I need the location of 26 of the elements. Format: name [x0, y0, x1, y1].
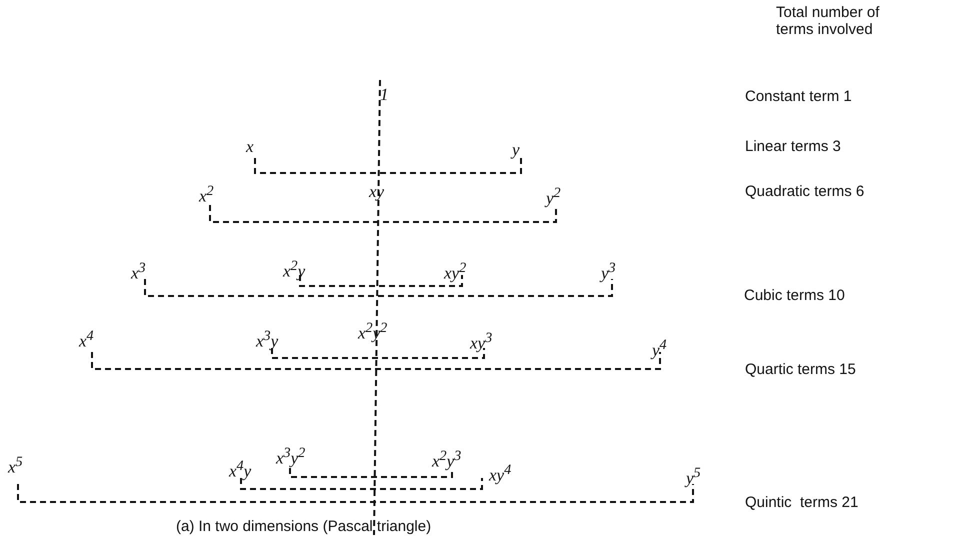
row-label: Linear terms 3 [745, 138, 841, 155]
polynomial-term: y$^{3}$ [601, 260, 616, 282]
row-label: Quintic terms 21 [745, 494, 858, 511]
polynomial-term: x$^{3}$y$^{2}$ [276, 445, 306, 467]
polynomial-term: x$^{2}$y$^{2}$ [358, 320, 388, 342]
polynomial-term: y$^{4}$ [652, 337, 667, 359]
polynomial-term: x$^{4}$ [79, 328, 94, 350]
polynomial-term: 1 [380, 86, 388, 103]
polynomial-term: x$^{2}$ [199, 183, 214, 205]
polynomial-term: y$^{5}$ [686, 465, 701, 487]
polynomial-term: x$^{2}$y$^{3}$ [432, 448, 462, 470]
column-heading: Total number of terms involved [776, 4, 880, 38]
polynomial-term: y$^{2}$ [546, 185, 561, 207]
polynomial-term: y [512, 141, 520, 158]
row-label: Cubic terms 10 [744, 287, 845, 304]
polynomial-term: x [246, 138, 254, 155]
polynomial-term: x$^{4}$y [229, 458, 252, 480]
polynomial-term: xy$^{3}$ [470, 330, 492, 352]
polynomial-term: x$^{5}$ [8, 454, 23, 476]
row-label: Quadratic terms 6 [745, 183, 864, 200]
polynomial-term: xy$^{4}$ [489, 462, 512, 484]
row-label: Constant term 1 [745, 88, 852, 105]
polynomial-term: x$^{3}$ [131, 260, 146, 282]
polynomial-term: xy$^{2}$ [444, 260, 466, 282]
row-label: Quartic terms 15 [745, 361, 856, 378]
caption: (a) In two dimensions (Pascal triangle) [176, 518, 432, 535]
